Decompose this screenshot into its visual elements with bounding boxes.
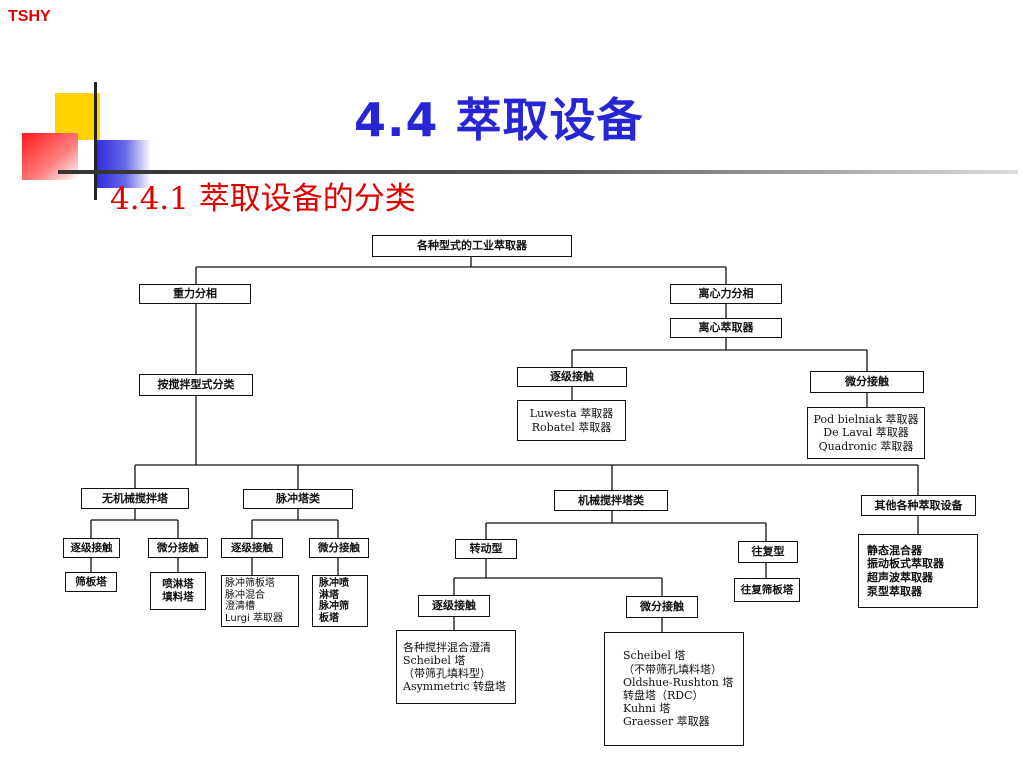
list-item: 澄清槽 [225, 601, 255, 612]
list-item: 填料塔 [162, 591, 194, 603]
node-centrifugal-extractor: 离心萃取器 [670, 318, 782, 338]
node-nm-diff: 微分接触 [148, 538, 208, 558]
node-p-diff-items: 脉冲喷 淋塔 脉冲筛 板塔 [312, 575, 368, 627]
list-item: 脉冲喷 [319, 578, 349, 589]
title-underline [58, 170, 1018, 174]
node-r-stage-items: 各种搅拌混合澄清 Scheibel 塔 （带筛孔填料型） Asymmetric … [396, 630, 516, 704]
node-nm-stage-item: 筛板塔 [65, 572, 117, 592]
node-centrifugal: 离心力分相 [670, 284, 782, 304]
list-item: （带筛孔填料型） [403, 667, 491, 680]
list-item: Kuhni 塔 [623, 702, 671, 716]
list-item: 喷淋塔 [162, 578, 194, 591]
node-centrifugal-diff: 微分接触 [810, 371, 924, 393]
list-item: 脉冲混合 [225, 589, 265, 601]
node-centrifugal-diff-items: Pod bielniak 萃取器 De Laval 萃取器 Quadronic … [807, 407, 925, 459]
node-root: 各种型式的工业萃取器 [372, 235, 572, 257]
node-p-diff: 微分接触 [309, 538, 369, 558]
node-nm-stage: 逐级接触 [63, 538, 120, 558]
list-item: Scheibel 塔 [403, 653, 466, 667]
node-r-diff: 微分接触 [626, 596, 698, 618]
node-others-items: 静态混合器 振动板式萃取器 超声波萃取器 泵型萃取器 [858, 534, 978, 608]
node-pulse: 脉冲塔类 [243, 489, 353, 509]
list-item: 淋塔 [319, 589, 339, 601]
list-item: Scheibel 塔 [623, 649, 686, 663]
page-title: 4.4 萃取设备 [354, 93, 644, 147]
section-subtitle: 4.4.1 萃取设备的分类 [110, 181, 416, 217]
list-item: 板塔 [319, 612, 339, 624]
list-item: De Laval 萃取器 [823, 426, 909, 440]
node-recip-item: 往复筛板塔 [734, 578, 800, 602]
node-gravity: 重力分相 [139, 284, 251, 304]
list-item: 泵型萃取器 [867, 584, 922, 598]
node-by-stirring: 按搅拌型式分类 [139, 374, 253, 396]
node-centrifugal-stage-items: Luwesta 萃取器 Robatel 萃取器 [517, 400, 626, 441]
node-others: 其他各种萃取设备 [861, 495, 976, 516]
node-p-stage: 逐级接触 [221, 538, 283, 558]
node-rotary: 转动型 [455, 539, 517, 559]
list-item: 超声波萃取器 [867, 571, 933, 584]
list-item: Graesser 萃取器 [623, 715, 710, 729]
list-item: 静态混合器 [867, 543, 922, 557]
list-item: 振动板式萃取器 [867, 557, 944, 571]
node-p-stage-items: 脉冲筛板塔 脉冲混合 澄清槽 Lurgi 萃取器 [221, 575, 299, 627]
node-centrifugal-stage: 逐级接触 [517, 367, 627, 387]
node-no-mech: 无机械搅拌塔 [81, 488, 189, 509]
list-item: Oldshue-Rushton 塔 [623, 675, 734, 689]
list-item: （不带筛孔填料塔） [623, 662, 722, 676]
list-item: Luwesta 萃取器 [529, 407, 614, 421]
list-item: Robatel 萃取器 [531, 420, 612, 434]
logo-text: TSHY [8, 8, 51, 25]
node-r-stage: 逐级接触 [418, 595, 490, 617]
node-mech: 机械搅拌塔类 [554, 490, 668, 511]
list-item: Lurgi 萃取器 [225, 612, 283, 624]
node-reciprocating: 往复型 [738, 541, 798, 563]
node-r-diff-items: Scheibel 塔 （不带筛孔填料塔） Oldshue-Rushton 塔 转… [604, 632, 744, 746]
list-item: 脉冲筛板塔 [225, 578, 275, 589]
decor-vertical-line [94, 82, 97, 200]
decor-yellow-square [55, 93, 100, 140]
list-item: 脉冲筛 [319, 601, 349, 612]
list-item: Quadronic 萃取器 [818, 439, 914, 453]
node-nm-diff-items: 喷淋塔 填料塔 [150, 572, 206, 610]
list-item: 转盘塔（RDC） [623, 689, 704, 702]
list-item: 各种搅拌混合澄清 [403, 640, 491, 654]
decor-blue-square [95, 140, 151, 188]
list-item: Pod bielniak 萃取器 [813, 413, 919, 427]
list-item: Asymmetric 转盘塔 [403, 680, 507, 694]
